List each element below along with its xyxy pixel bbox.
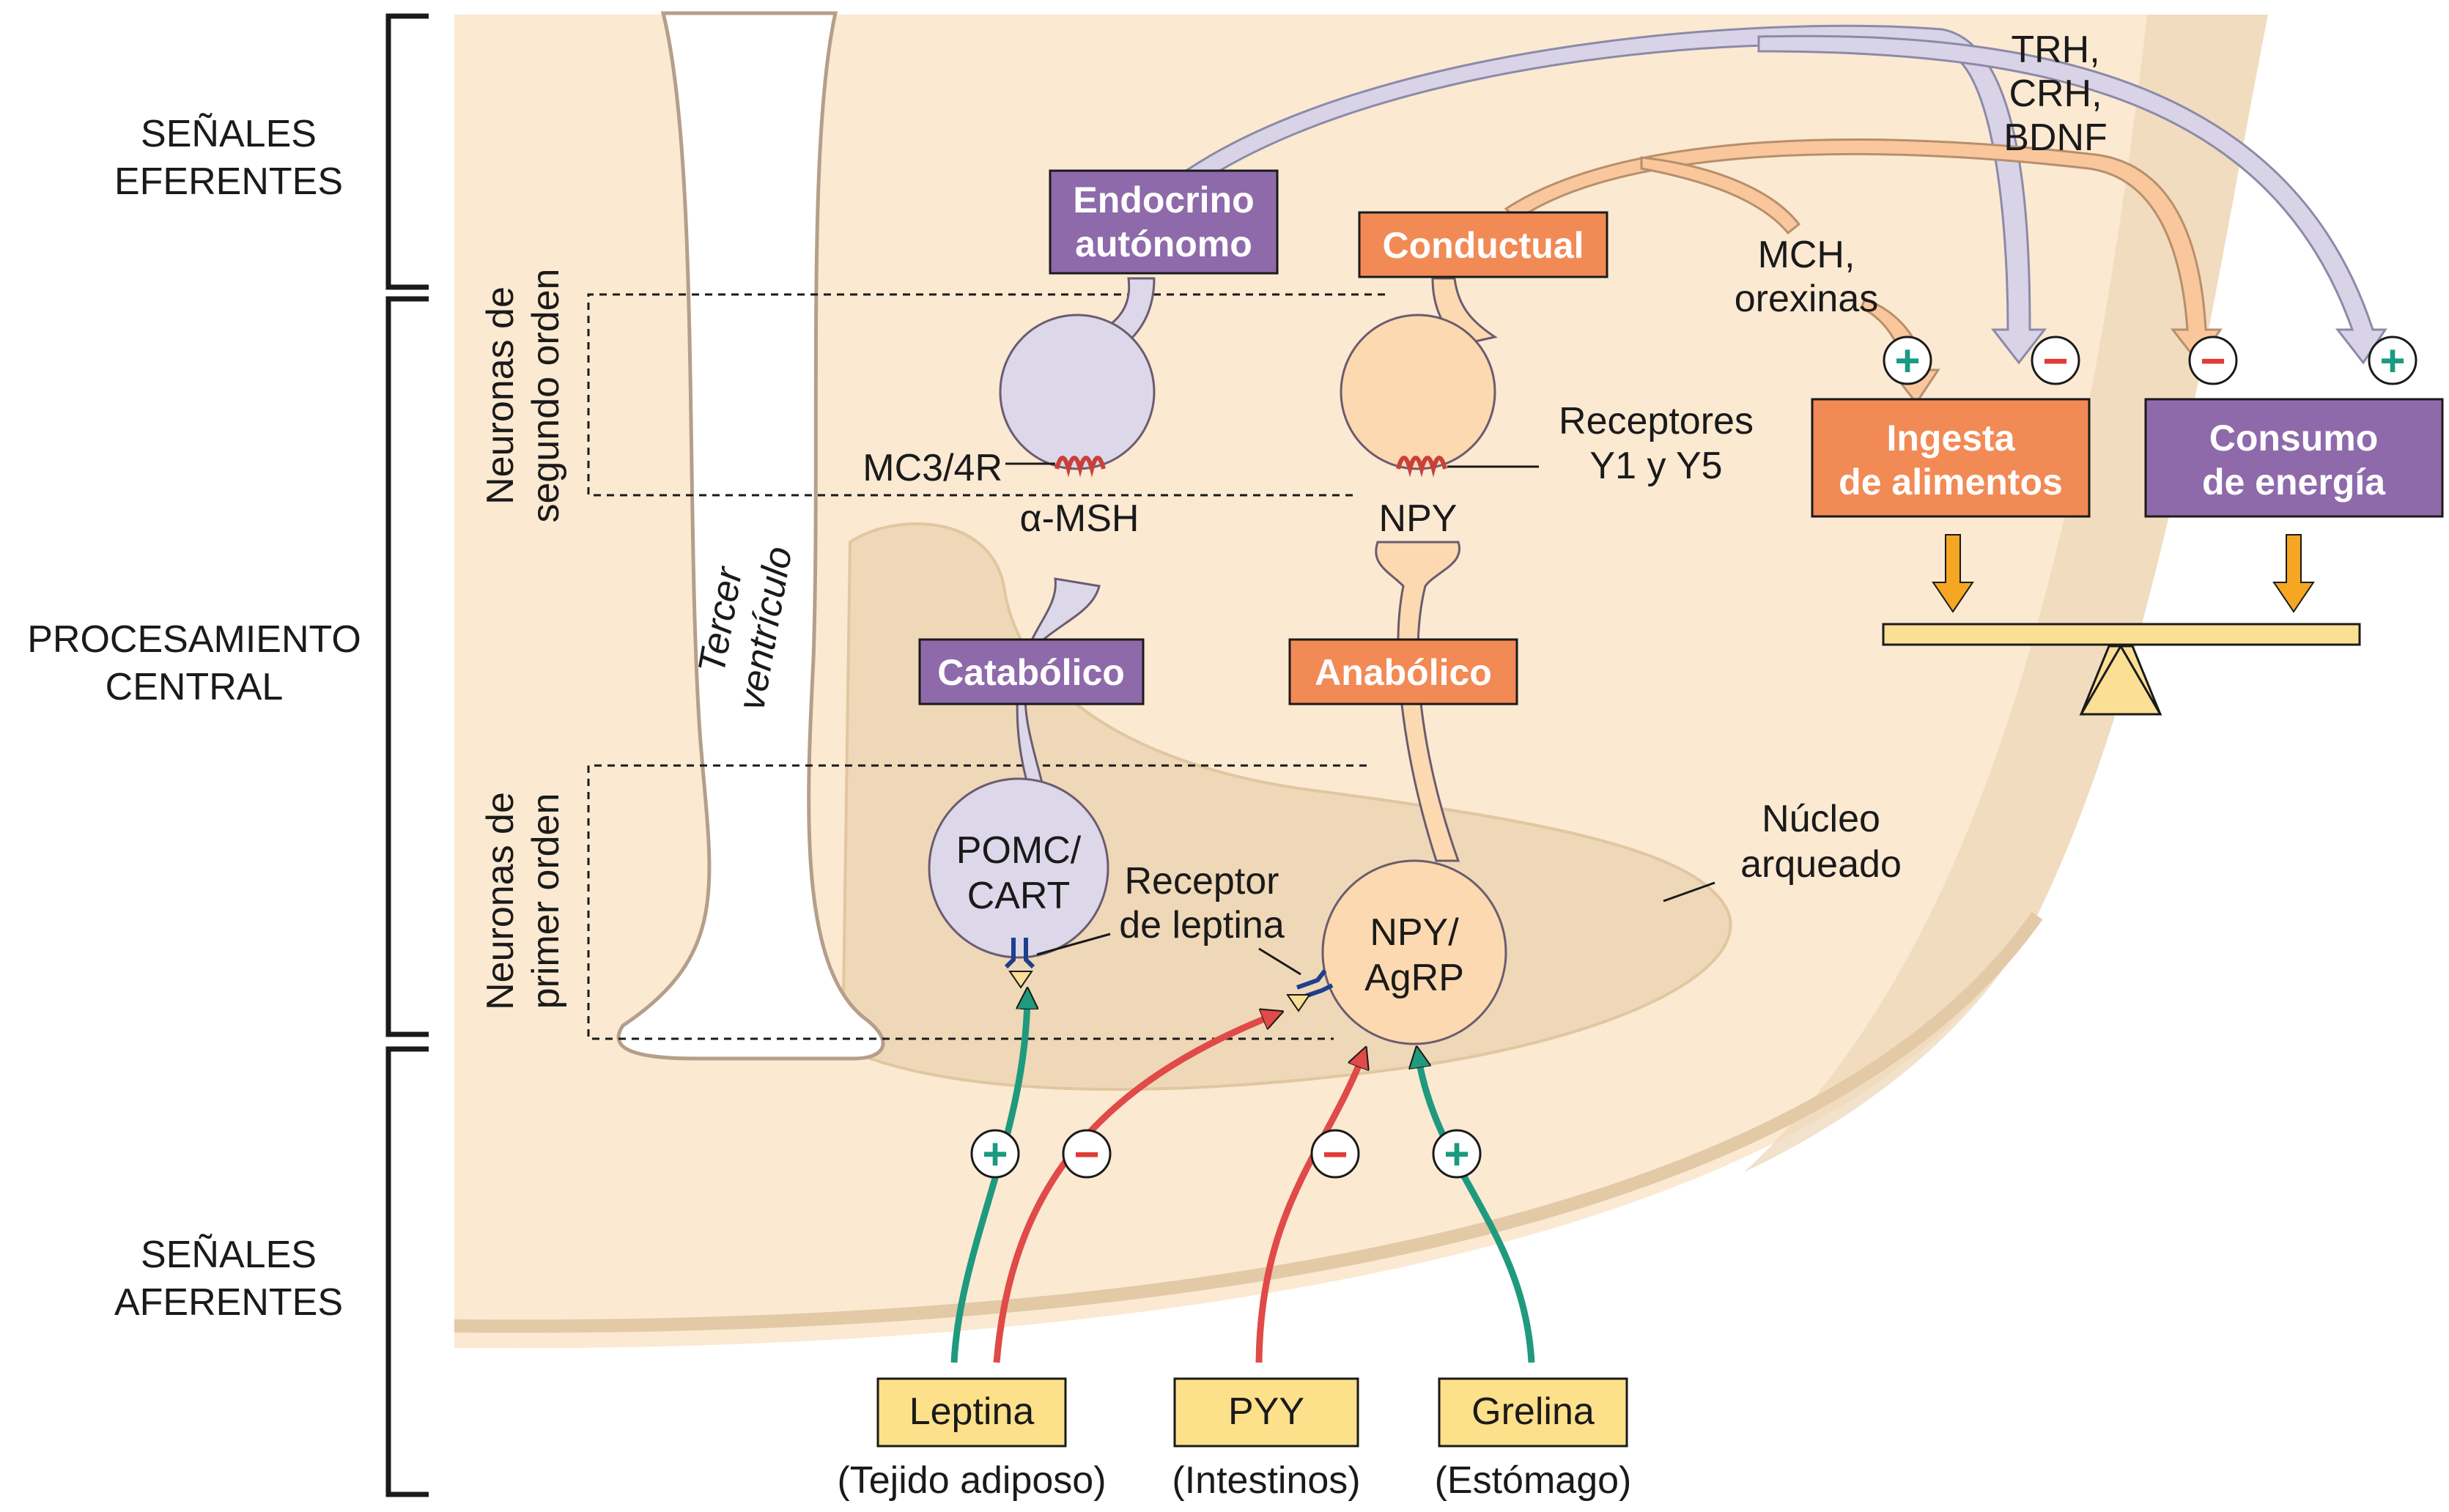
- y-receptors-label-1: Receptores: [1559, 400, 1754, 442]
- section-brackets: [385, 13, 429, 1497]
- behavioral-label: Conductual: [1383, 225, 1584, 266]
- grelina-arrow: [1418, 1055, 1535, 1363]
- endocrine-box: Endocrino autónomo: [1049, 169, 1279, 275]
- pomc-label-2: CART: [967, 875, 1071, 917]
- hormone-leptina: Leptina (Tejido adiposo): [837, 1377, 1107, 1502]
- food-intake-label-2: de alimentos: [1839, 462, 2063, 503]
- mc34r-receptor-icon: [1054, 456, 1106, 478]
- pomc-label-1: POMC/: [956, 829, 1082, 872]
- minus-sign-intake: −: [2031, 336, 2080, 385]
- second-order-group-label: Neuronas de segundo orden: [479, 269, 567, 523]
- minus-sign-pyy: −: [1310, 1129, 1360, 1179]
- anabolic-label: Anabólico: [1315, 652, 1492, 693]
- mch-label-2: orexinas: [1735, 278, 1879, 320]
- leptin-receptor-label-1: Receptor: [1125, 860, 1279, 903]
- plus-sign-intake: +: [1883, 336, 1932, 385]
- balance-beam: [1882, 623, 2361, 646]
- leptin-ligand-triangle-2: [1286, 994, 1311, 1012]
- energy-use-label-2: de energía: [2202, 462, 2386, 503]
- npy-label: NPY: [1379, 497, 1458, 540]
- energy-use-box: Consumo de energía: [2144, 398, 2444, 518]
- second-order-purple-neuron: [999, 314, 1156, 470]
- pyy-source: (Intestinos): [1172, 1459, 1360, 1502]
- second-order-orange-neuron: [1340, 314, 1496, 470]
- pomc-axon: [1016, 577, 1101, 793]
- leader-lines: [1005, 462, 1715, 976]
- trh-label-3: BDNF: [2003, 116, 2108, 159]
- afferent-label-1: SEÑALES: [141, 1234, 317, 1276]
- grelina-label: Grelina: [1471, 1390, 1595, 1433]
- minus-sign-energy: −: [2188, 336, 2238, 385]
- svg-text:+: +: [982, 1130, 1008, 1179]
- npy-agrp-label-1: NPY/: [1370, 911, 1459, 954]
- svg-text:segundo orden: segundo orden: [525, 269, 567, 523]
- endocrine-label-1: Endocrino: [1073, 179, 1254, 220]
- pyy-arrow: [1255, 1055, 1363, 1363]
- central-label-1: PROCESAMIENTO: [27, 618, 361, 661]
- energy-down-arrow: [2272, 534, 2315, 613]
- svg-text:primer orden: primer orden: [525, 793, 567, 1009]
- afferent-label-2: AFERENTES: [114, 1281, 343, 1324]
- npy-agrp-neuron: [1321, 859, 1507, 1045]
- leptin-receptor-label-2: de leptina: [1119, 904, 1285, 946]
- minus-sign-leptin-npy: −: [1062, 1129, 1112, 1179]
- plus-sign-energy: +: [2368, 336, 2417, 385]
- efferent-label-2: EFERENTES: [114, 160, 343, 203]
- leptin-to-pomc-arrow: [950, 996, 1027, 1363]
- arcuate-label-1: Núcleo: [1762, 798, 1880, 840]
- energy-use-label-1: Consumo: [2209, 418, 2379, 459]
- leptin-ligand-triangle: [1008, 971, 1033, 989]
- third-ventricle: [616, 11, 885, 1061]
- hormone-pyy: PYY (Intestinos): [1172, 1377, 1361, 1502]
- svg-text:−: −: [1322, 1130, 1348, 1179]
- neuron-group-outlines: [587, 293, 1385, 1040]
- pyy-label: PYY: [1228, 1390, 1304, 1433]
- first-order-group-label: Neuronas de primer orden: [479, 792, 567, 1010]
- svg-text:−: −: [1074, 1130, 1099, 1179]
- y-receptors-label-2: Y1 y Y5: [1589, 445, 1722, 487]
- arcuate-label-2: arqueado: [1740, 843, 1902, 886]
- plus-sign-grelina: +: [1432, 1129, 1482, 1179]
- svg-text:+: +: [2379, 336, 2405, 385]
- tissue-inner-shade: [1744, 15, 2268, 1172]
- svg-text:+: +: [1894, 336, 1920, 385]
- catabolic-box: Catabólico: [918, 638, 1145, 705]
- anabolic-box: Anabólico: [1288, 638, 1518, 705]
- npy-agrp-label-2: AgRP: [1364, 957, 1464, 999]
- hormone-grelina: Grelina (Estómago): [1435, 1377, 1632, 1502]
- leptina-source: (Tejido adiposo): [837, 1459, 1106, 1502]
- leptina-label: Leptina: [909, 1390, 1035, 1433]
- catabolic-label: Catabólico: [937, 652, 1125, 693]
- arcuate-nucleus-region: [841, 522, 1732, 1092]
- mch-label-1: MCH,: [1758, 234, 1855, 276]
- pomc-neuron: [928, 777, 1109, 959]
- svg-text:−: −: [2042, 336, 2068, 385]
- intake-down-arrow: [1932, 534, 1974, 613]
- efferent-label-1: SEÑALES: [141, 113, 317, 155]
- trh-label-2: CRH,: [2009, 73, 2102, 115]
- grelina-source: (Estómago): [1435, 1459, 1632, 1502]
- tissue-bottom-edge: [454, 911, 2043, 1333]
- plus-sign-leptin-pomc: +: [970, 1129, 1020, 1179]
- svg-text:Neuronas de: Neuronas de: [479, 792, 522, 1010]
- balance-arrows: [1932, 534, 2315, 613]
- mc34r-label: MC3/4R: [862, 447, 1002, 489]
- svg-text:−: −: [2200, 336, 2225, 385]
- amsh-label: α-MSH: [1020, 497, 1139, 540]
- food-intake-label-1: Ingesta: [1886, 418, 2015, 459]
- endocrine-label-2: autónomo: [1075, 223, 1252, 264]
- food-intake-box: Ingesta de alimentos: [1811, 398, 2091, 518]
- central-label-2: CENTRAL: [106, 666, 284, 708]
- y-receptor-icon: [1396, 456, 1447, 478]
- svg-text:Neuronas de: Neuronas de: [479, 286, 522, 505]
- behavioral-box: Conductual: [1358, 211, 1608, 278]
- svg-text:+: +: [1444, 1130, 1469, 1179]
- trh-label-1: TRH,: [2011, 29, 2099, 71]
